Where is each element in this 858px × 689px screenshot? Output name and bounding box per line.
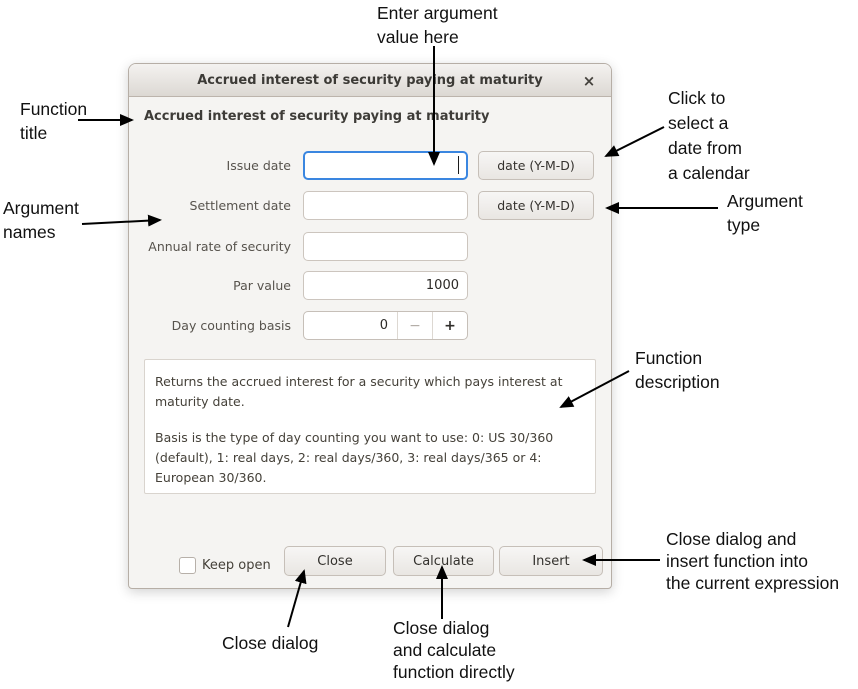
issue-date-input-wrap [303, 151, 468, 180]
insert-button[interactable]: Insert [499, 546, 603, 576]
close-icon[interactable]: × [582, 72, 596, 90]
description-paragraph: Returns the accrued interest for a secur… [155, 374, 563, 409]
annotation-function-description: Function description [635, 348, 720, 392]
stepper-minus-button[interactable]: − [397, 312, 432, 339]
function-description-panel: Returns the accrued interest for a secur… [144, 359, 596, 494]
stepper-value[interactable]: 0 [379, 318, 388, 333]
dialog-title: Accrued interest of security paying at m… [197, 72, 543, 88]
issue-date-label: Issue date [226, 158, 291, 173]
dialog-titlebar[interactable]: Accrued interest of security paying at m… [129, 64, 611, 97]
annual-rate-input[interactable] [303, 232, 468, 261]
day-counting-basis-label: Day counting basis [171, 318, 291, 333]
annotation-insert-action: Close dialog and insert function into th… [666, 529, 840, 593]
settlement-date-calendar-button[interactable]: date (Y-M-D) [478, 191, 594, 220]
description-paragraph: Basis is the type of day counting you wa… [155, 430, 554, 485]
annotation-enter-argument-value: Enter argument value here [377, 3, 498, 47]
settlement-date-label: Settlement date [189, 198, 291, 213]
settlement-date-input[interactable] [303, 191, 468, 220]
day-counting-basis-stepper: 0 − + [303, 311, 468, 340]
keep-open-label: Keep open [202, 558, 271, 573]
issue-date-calendar-button[interactable]: date (Y-M-D) [478, 151, 594, 180]
annotation-argument-names: Argument names [3, 198, 79, 242]
text-caret [458, 156, 459, 174]
function-title-heading: Accrued interest of security paying at m… [144, 109, 490, 124]
issue-date-input[interactable] [303, 151, 468, 180]
function-dialog: Accrued interest of security paying at m… [128, 63, 612, 589]
annotation-close-action: Close dialog [222, 633, 319, 653]
keep-open-checkbox[interactable] [179, 557, 196, 574]
annotation-argument-type: Argument type [727, 191, 803, 235]
stepper-plus-button[interactable]: + [432, 312, 467, 339]
annotation-calendar-picker: Click to select a date from a calendar [668, 88, 750, 183]
calculate-button[interactable]: Calculate [393, 546, 494, 576]
annotation-function-title: Function title [20, 99, 88, 143]
par-value-label: Par value [233, 278, 291, 293]
annotation-calculate-action: Close dialog and calculate function dire… [393, 618, 515, 682]
arrow-calendar-picker [604, 126, 665, 157]
close-button[interactable]: Close [284, 546, 386, 576]
annual-rate-label: Annual rate of security [148, 239, 291, 254]
par-value-input[interactable] [303, 271, 468, 300]
